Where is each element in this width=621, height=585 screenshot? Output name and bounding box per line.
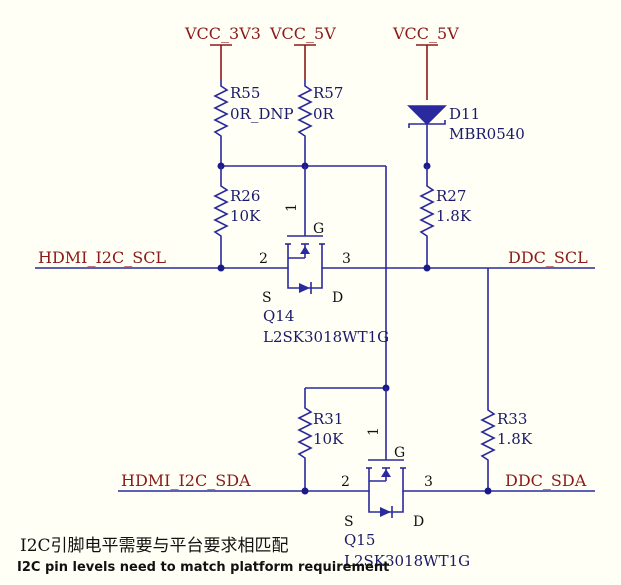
- q14-pin-3: 3: [342, 251, 351, 267]
- svg-text:R33: R33: [497, 410, 527, 428]
- note-english: I2C pin levels need to match platform re…: [17, 560, 389, 575]
- svg-text:VCC_5V: VCC_5V: [392, 24, 459, 43]
- resistor-r33: R33 1.8K: [480, 408, 533, 491]
- svg-text:10K: 10K: [230, 207, 261, 225]
- svg-text:0R: 0R: [313, 105, 335, 123]
- svg-text:VCC_3V3: VCC_3V3: [184, 24, 261, 43]
- svg-text:R27: R27: [436, 187, 466, 205]
- power-vcc-5v-right: VCC_5V: [392, 24, 459, 100]
- power-vcc-3v3: VCC_3V3: [184, 24, 261, 80]
- junction: [217, 264, 225, 272]
- diode-d11: D11 MBR0540: [407, 105, 525, 166]
- svg-text:L2SK3018WT1G: L2SK3018WT1G: [263, 328, 389, 346]
- svg-text:L2SK3018WT1G: L2SK3018WT1G: [344, 552, 470, 570]
- net-label-hdmi-sda: HDMI_I2C_SDA: [121, 471, 251, 490]
- q14-pin-1: 1: [284, 203, 300, 212]
- power-vcc-5v-left: VCC_5V: [269, 24, 336, 80]
- svg-text:1.8K: 1.8K: [497, 430, 533, 448]
- svg-text:D: D: [413, 514, 424, 530]
- svg-text:1.8K: 1.8K: [436, 207, 472, 225]
- svg-text:S: S: [344, 514, 354, 530]
- q15-pin-1: 1: [366, 427, 382, 436]
- junction: [484, 487, 492, 495]
- resistor-r57: R57 0R: [297, 80, 343, 166]
- net-label-ddc-scl: DDC_SCL: [508, 248, 588, 267]
- svg-text:VCC_5V: VCC_5V: [269, 24, 336, 43]
- svg-text:R57: R57: [313, 84, 343, 102]
- q14-pin-2: 2: [259, 251, 268, 267]
- q15-pin-3: 3: [424, 474, 433, 490]
- svg-text:Q14: Q14: [263, 307, 294, 325]
- svg-text:R55: R55: [230, 84, 260, 102]
- svg-text:0R_DNP: 0R_DNP: [230, 105, 294, 123]
- net-label-ddc-sda: DDC_SDA: [505, 471, 587, 490]
- junction: [301, 487, 309, 495]
- net-label-hdmi-scl: HDMI_I2C_SCL: [38, 248, 166, 267]
- svg-text:G: G: [394, 445, 405, 461]
- svg-text:10K: 10K: [313, 430, 344, 448]
- q15-pin-2: 2: [341, 474, 350, 490]
- resistor-r26: R26 10K: [213, 166, 261, 268]
- svg-text:D: D: [332, 290, 343, 306]
- svg-text:G: G: [313, 221, 324, 237]
- resistor-r55: R55 0R_DNP: [213, 80, 294, 166]
- junction: [423, 264, 431, 272]
- svg-text:R26: R26: [230, 187, 260, 205]
- svg-text:Q15: Q15: [344, 531, 375, 549]
- svg-text:MBR0540: MBR0540: [449, 125, 525, 143]
- svg-text:D11: D11: [449, 105, 480, 123]
- note-chinese: I2C引脚电平需要与平台要求相匹配: [20, 536, 289, 556]
- mosfet-q14: G S D Q14 L2SK3018WT1G: [262, 221, 389, 346]
- resistor-r31: R31 10K: [297, 388, 344, 491]
- svg-text:R31: R31: [313, 410, 343, 428]
- mosfet-q15: G S D Q15 L2SK3018WT1G: [344, 445, 470, 570]
- resistor-r27: R27 1.8K: [419, 166, 472, 268]
- svg-text:S: S: [262, 290, 272, 306]
